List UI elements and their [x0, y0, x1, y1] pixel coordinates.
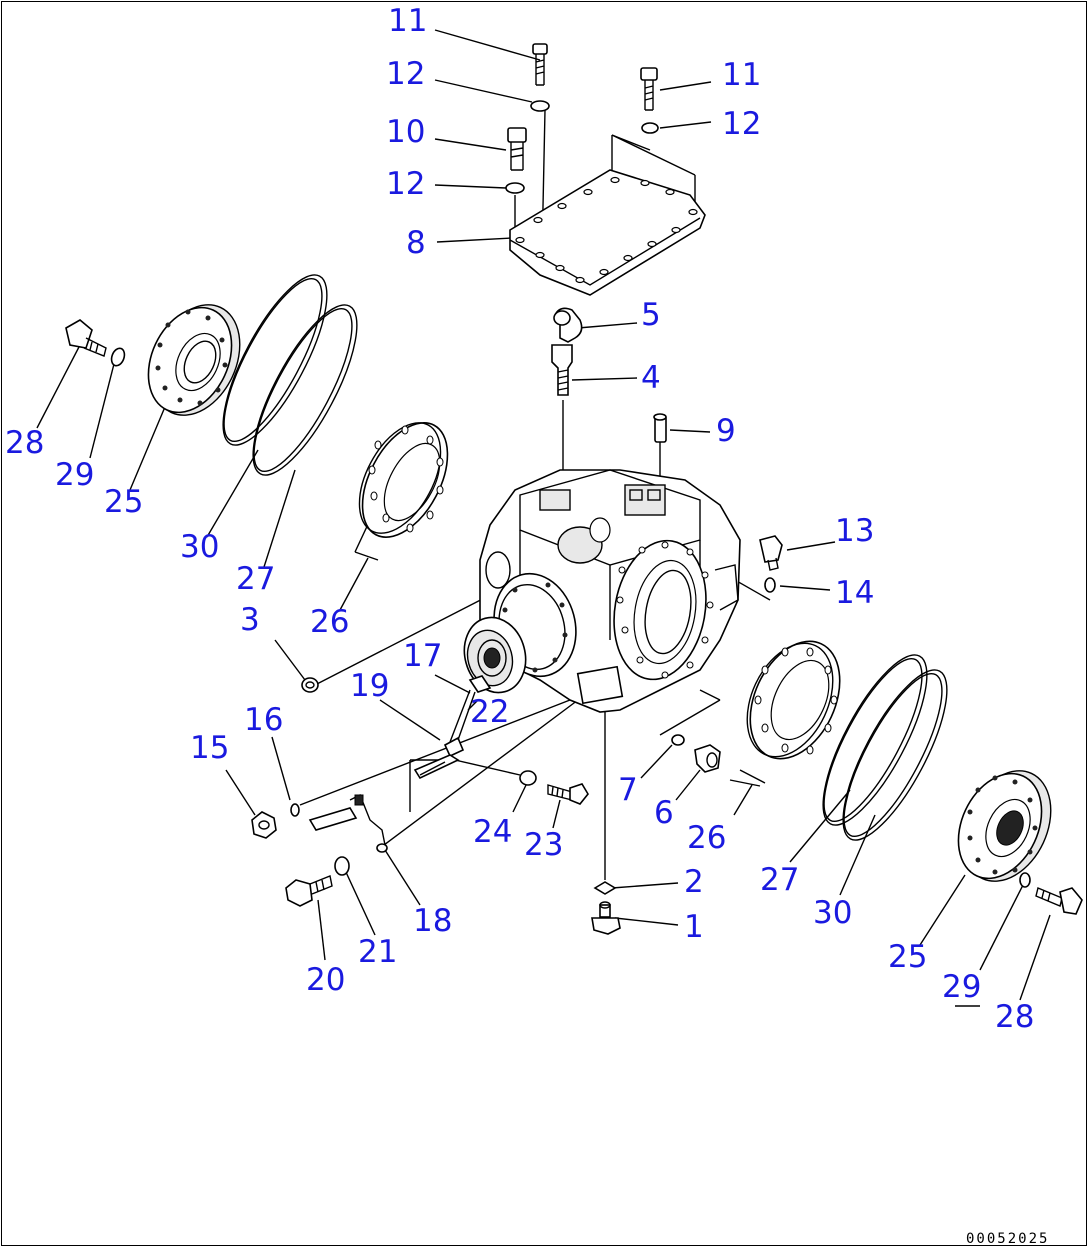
callout-7: 7 [618, 772, 638, 808]
pin-9 [653, 413, 667, 443]
washer-24 [519, 770, 537, 786]
callout-8: 8 [406, 225, 426, 261]
callout-29-left: 29 [55, 457, 94, 493]
leader-lines [36, 29, 1051, 1001]
shim-26-a [358, 422, 449, 538]
callout-18: 18 [413, 903, 452, 939]
cover-25-b [957, 770, 1052, 882]
washer-29-b [1019, 872, 1031, 888]
elbow-fitting-5 [553, 307, 583, 343]
callout-27-left: 27 [236, 561, 275, 597]
bracket-18 [308, 794, 388, 853]
callout-27-right: 27 [760, 862, 799, 898]
callout-16: 16 [244, 702, 283, 738]
washer-12-a [530, 100, 550, 112]
callout-4: 4 [641, 360, 661, 396]
callout-26-right: 26 [687, 820, 726, 856]
callout-2: 2 [684, 864, 704, 900]
top-cover [509, 169, 706, 296]
callout-1: 1 [684, 909, 704, 945]
callout-11-top: 11 [388, 3, 427, 39]
callout-23: 23 [524, 827, 563, 863]
washer-14 [764, 577, 776, 593]
o-ring-30-a [222, 274, 328, 446]
bolt-20 [285, 875, 333, 907]
bolt-11-a [532, 43, 548, 86]
washer-16 [290, 803, 300, 817]
callout-labels: 11 12 11 12 10 12 8 5 4 9 28 29 25 30 27… [5, 3, 1034, 1035]
callout-25-left: 25 [104, 484, 143, 520]
o-ring-30-b [842, 669, 948, 841]
callout-24: 24 [473, 814, 512, 850]
pinion-flange [463, 572, 577, 694]
callout-12-mid: 12 [386, 166, 425, 202]
bolt-28-b [1035, 887, 1083, 915]
callout-3: 3 [240, 602, 260, 638]
sensor-bracket-group [413, 675, 492, 780]
bolt-11-b [640, 67, 658, 111]
callout-11-right: 11 [722, 57, 761, 93]
callout-29-right: 29 [942, 969, 981, 1005]
callout-30-right: 30 [813, 895, 852, 931]
callout-25-right: 25 [888, 939, 927, 975]
fitting-15 [251, 811, 277, 839]
drain-plug-1 [591, 901, 621, 935]
plug-6 [694, 744, 721, 773]
plug-3 [301, 677, 319, 693]
bolt-10 [507, 127, 527, 171]
plug-7 [671, 734, 685, 746]
callout-12-top: 12 [386, 56, 425, 92]
washer-29-a [110, 347, 126, 367]
callout-28-right: 28 [995, 999, 1034, 1035]
o-ring-27-b [822, 654, 928, 826]
callout-9: 9 [716, 413, 736, 449]
drawing-number: 00052025 [966, 1231, 1049, 1247]
washer-2 [593, 881, 617, 895]
callout-14: 14 [835, 575, 874, 611]
shim-26-b [746, 640, 841, 760]
callout-10: 10 [386, 114, 425, 150]
callout-17: 17 [403, 638, 442, 674]
bolt-28-a [65, 319, 107, 357]
callout-22: 22 [470, 694, 509, 730]
callout-21: 21 [358, 934, 397, 970]
callout-12-right: 12 [722, 106, 761, 142]
washer-21 [334, 856, 350, 876]
bolt-23 [547, 783, 589, 805]
callout-28-left: 28 [5, 425, 44, 461]
washer-12-c [505, 182, 525, 194]
callout-20: 20 [306, 962, 345, 998]
callout-26-left: 26 [310, 604, 349, 640]
callout-6: 6 [654, 795, 674, 831]
callout-19: 19 [350, 668, 389, 704]
cover-25-a [147, 304, 241, 416]
nipple-fitting-4 [551, 344, 573, 396]
washer-12-b [641, 122, 659, 134]
callout-30-left: 30 [180, 529, 219, 565]
bolt-13 [759, 535, 783, 571]
callout-15: 15 [190, 730, 229, 766]
callout-5: 5 [641, 297, 661, 333]
callout-13: 13 [835, 513, 874, 549]
o-ring-27-a [252, 304, 358, 476]
